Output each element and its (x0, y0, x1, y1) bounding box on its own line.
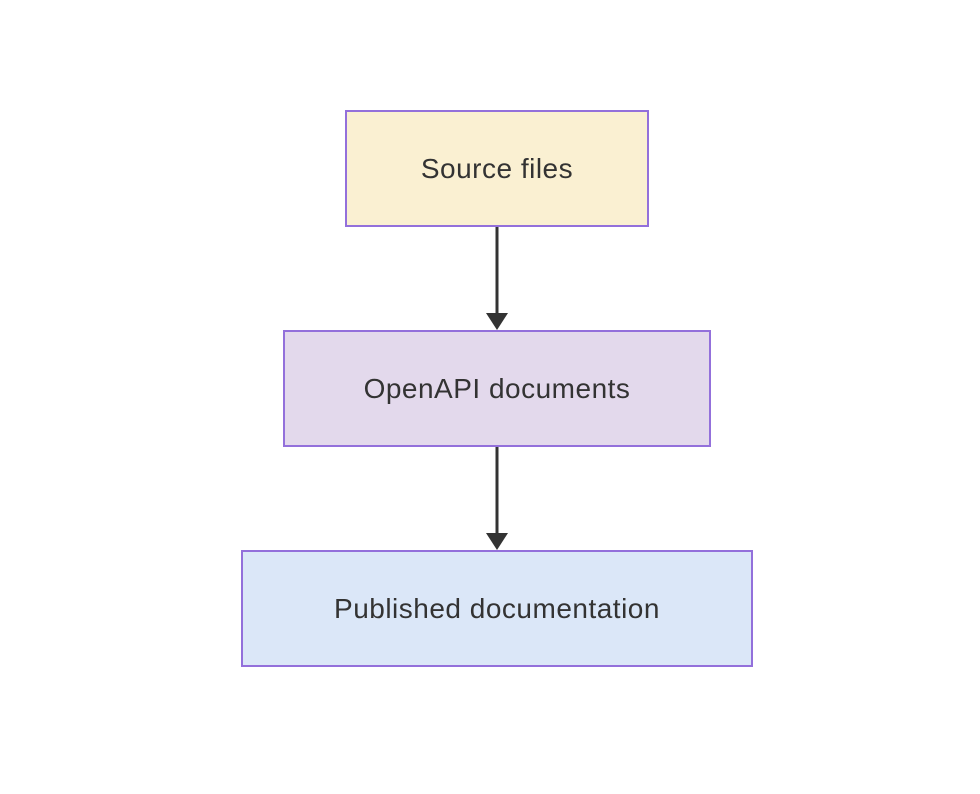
node-published-documentation: Published documentation (241, 550, 753, 667)
node-source-files-label: Source files (420, 152, 574, 184)
node-published-documentation-label: Published documentation (334, 592, 660, 624)
node-openapi-documents-label: OpenAPI documents (363, 372, 631, 404)
arrowhead-icon (486, 313, 508, 330)
node-openapi-documents: OpenAPI documents (283, 330, 711, 447)
arrowhead-icon (486, 533, 508, 550)
arrow-openapi-to-published (486, 447, 508, 550)
arrow-source-to-openapi (486, 227, 508, 330)
node-source-files: Source files (345, 110, 649, 227)
